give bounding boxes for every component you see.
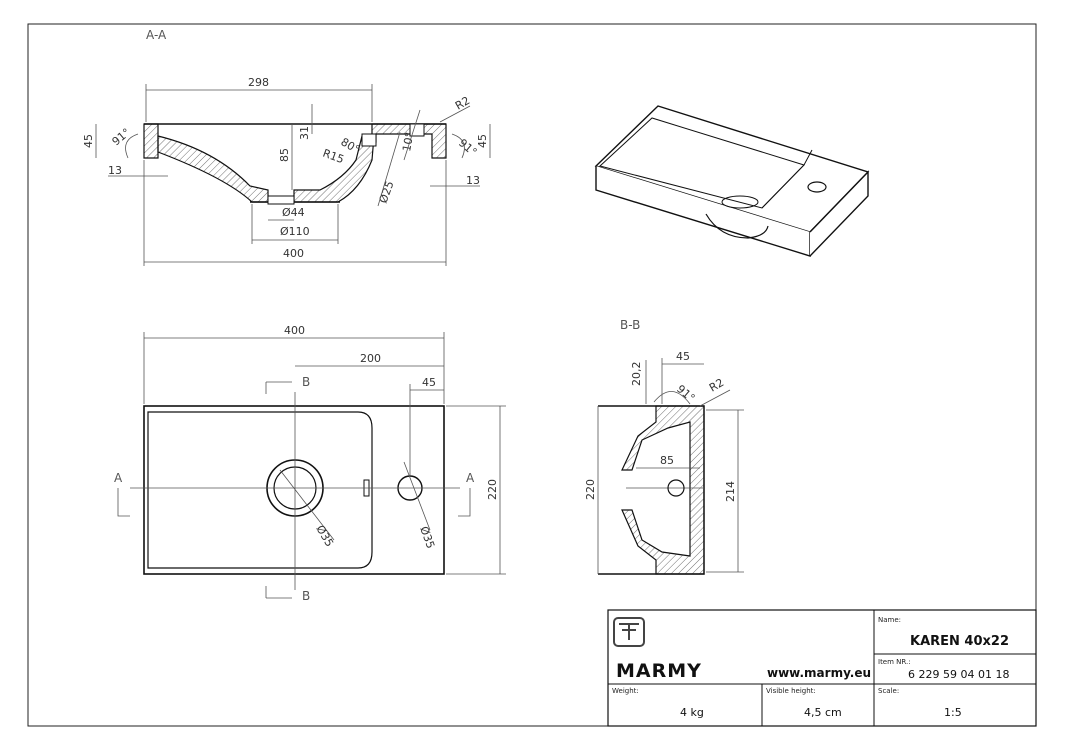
scale-label: Scale: bbox=[878, 687, 899, 695]
bb-profile bbox=[621, 405, 705, 575]
brand-name: MARMY bbox=[616, 660, 702, 682]
cut-marker-a-right: A bbox=[466, 471, 475, 485]
aa-dim-45-left: 45 bbox=[82, 134, 95, 148]
section-bb-label: B-B bbox=[620, 318, 640, 332]
aa-tap-hole bbox=[409, 123, 425, 137]
bb-tap-hole bbox=[667, 479, 685, 497]
bb-dim-45: 45 bbox=[676, 350, 690, 363]
iso-tap-hole bbox=[807, 181, 827, 193]
name-label: Name: bbox=[878, 616, 901, 624]
aa-overflow bbox=[361, 133, 377, 147]
weight-value: 4 kg bbox=[680, 706, 704, 719]
section-bb-view: B-B 220 214 45 20,2 91° R2 85 bbox=[584, 318, 744, 575]
bb-dim-20: 20,2 bbox=[630, 362, 643, 387]
title-block: MARMY www.marmy.eu Name: KAREN 40x22 Ite… bbox=[607, 609, 1037, 727]
aa-radius-15: R15 bbox=[321, 147, 346, 167]
cut-marker-b-bottom: B bbox=[302, 589, 310, 603]
plan-dim-200: 200 bbox=[360, 352, 381, 365]
plan-dim-400: 400 bbox=[284, 324, 305, 337]
aa-dim-13-right: 13 bbox=[466, 174, 480, 187]
aa-dim-110: Ø110 bbox=[280, 225, 310, 238]
cut-marker-b-top: B bbox=[302, 375, 310, 389]
iso-drain bbox=[721, 195, 759, 209]
aa-dim-13-left: 13 bbox=[108, 164, 122, 177]
isometric-view bbox=[594, 105, 870, 257]
item-number: 6 229 59 04 01 18 bbox=[908, 668, 1009, 681]
marmy-logo-icon bbox=[613, 617, 645, 647]
aa-bowl-left bbox=[157, 135, 269, 203]
cut-marker-a-left: A bbox=[114, 471, 123, 485]
bb-dim-220: 220 bbox=[584, 479, 597, 500]
visible-height-label: Visible height: bbox=[766, 687, 816, 695]
visible-height-value: 4,5 cm bbox=[804, 706, 842, 719]
product-name: KAREN 40x22 bbox=[910, 634, 1009, 649]
item-label: Item NR.: bbox=[878, 658, 911, 666]
plan-outline bbox=[143, 405, 445, 575]
aa-dim-298: 298 bbox=[248, 76, 269, 89]
plan-dim-45: 45 bbox=[422, 376, 436, 389]
bb-angle-91: 91° bbox=[674, 382, 697, 404]
brand-url: www.marmy.eu bbox=[767, 666, 871, 680]
drawing-frame bbox=[27, 23, 1037, 727]
aa-drain-hole bbox=[267, 195, 295, 205]
aa-dim-31: 31 bbox=[298, 126, 311, 140]
aa-wall-left bbox=[143, 123, 159, 159]
weight-label: Weight: bbox=[612, 687, 639, 695]
plan-view: 400 200 45 220 Ø35 Ø35 A A B B bbox=[114, 324, 506, 603]
bb-dim-85: 85 bbox=[660, 454, 674, 467]
aa-dim-85: 85 bbox=[278, 148, 291, 162]
aa-radius-2: R2 bbox=[453, 94, 472, 113]
bb-dim-214: 214 bbox=[724, 481, 737, 502]
aa-dim-400: 400 bbox=[283, 247, 304, 260]
aa-dim-44: Ø44 bbox=[282, 206, 305, 219]
plan-basin bbox=[147, 411, 373, 569]
scale-value: 1:5 bbox=[944, 706, 962, 719]
aa-angle-10: 10° bbox=[400, 131, 416, 152]
aa-dim-45-right: 45 bbox=[476, 134, 489, 148]
bb-radius-2: R2 bbox=[707, 376, 726, 395]
section-aa-label: A-A bbox=[146, 28, 167, 42]
section-aa-view: A-A 298 400 Ø110 Ø44 45 91° 13 85 bbox=[82, 28, 491, 266]
aa-angle-91-left: 91° bbox=[110, 126, 133, 148]
plan-dim-220: 220 bbox=[486, 479, 499, 500]
